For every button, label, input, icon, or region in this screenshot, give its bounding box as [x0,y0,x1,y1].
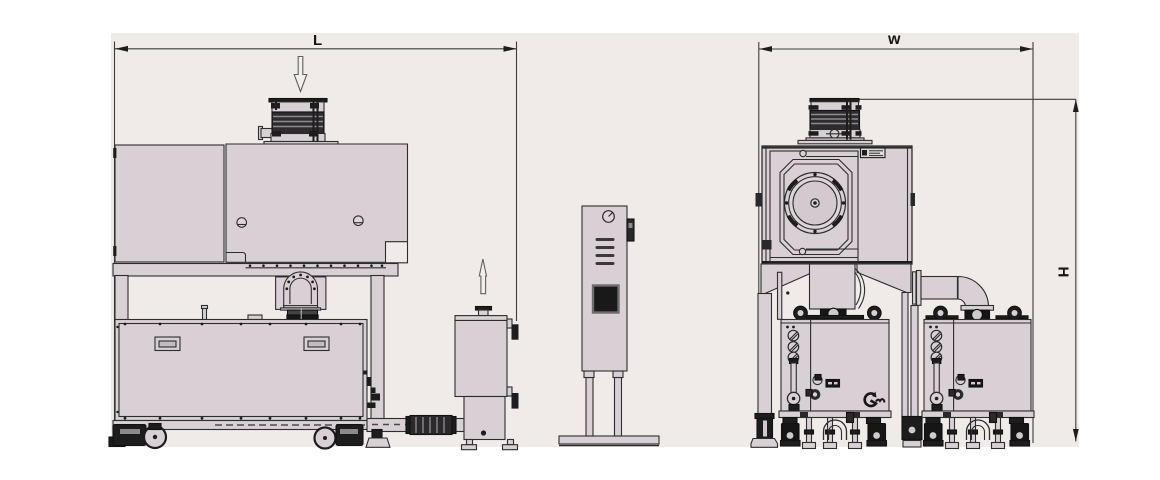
svg-text:L: L [313,32,322,49]
svg-text:w: w [887,31,901,48]
svg-text:H: H [1055,267,1072,278]
